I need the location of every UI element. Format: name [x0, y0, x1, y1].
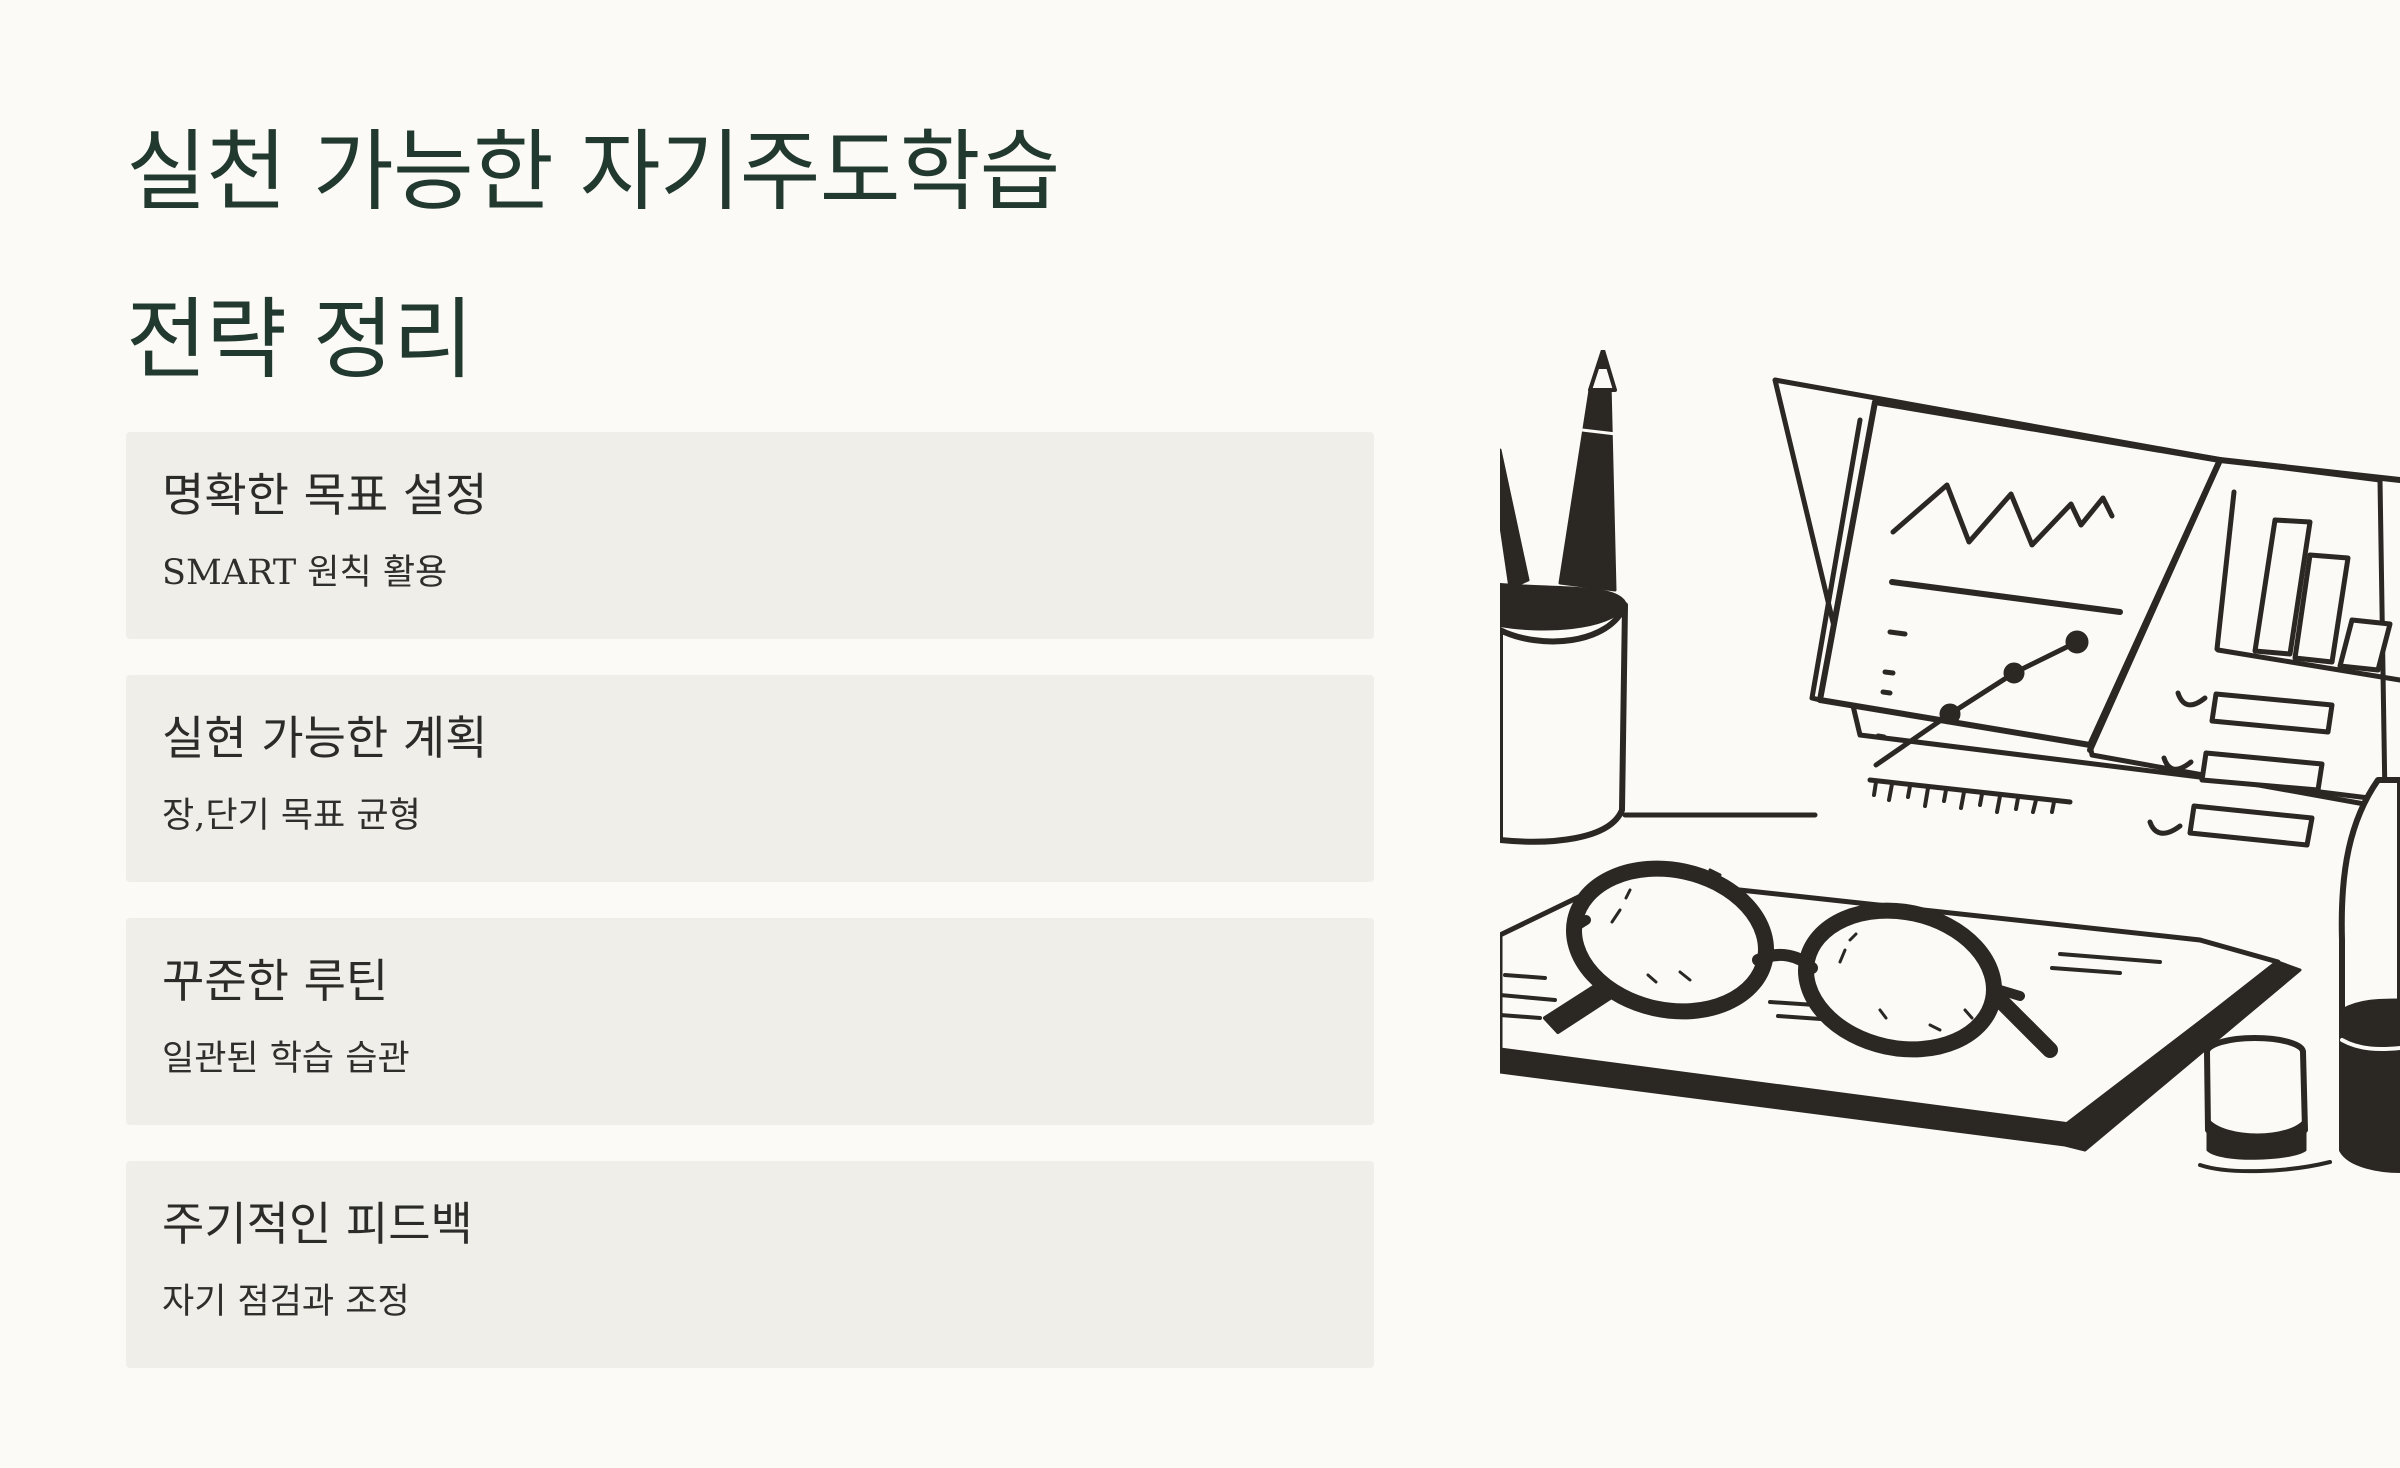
ink-bottle-icon	[2198, 1035, 2332, 1174]
strategy-card-routine: 꾸준한 루틴 일관된 학습 습관	[126, 918, 1374, 1125]
strategy-description: SMART 원칙 활용	[162, 553, 448, 593]
strategy-description: 장,단기 목표 균형	[162, 796, 421, 836]
slide-title: 실천 가능한 자기주도학습 전략 정리	[126, 88, 1376, 424]
pen-cup	[1500, 583, 1628, 845]
strategy-description: 일관된 학습 습관	[162, 1039, 410, 1079]
strategy-card-plan: 실현 가능한 계획 장,단기 목표 균형	[126, 675, 1374, 882]
desk-study-drawing	[1500, 350, 2400, 1174]
strategy-card-goal: 명확한 목표 설정 SMART 원칙 활용	[126, 432, 1374, 639]
slide-title-line-2: 전략 정리	[126, 288, 474, 391]
notebook-icon	[1772, 377, 2400, 848]
bottle-icon	[2338, 777, 2400, 1173]
strategy-title: 실현 가능한 계획	[162, 711, 488, 765]
slide-title-line-1: 실천 가능한 자기주도학습	[126, 120, 1061, 223]
strategy-list: 명확한 목표 설정 SMART 원칙 활용 실현 가능한 계획 장,단기 목표 …	[126, 432, 1374, 1404]
pencil-icon	[1500, 350, 1618, 592]
strategy-description: 자기 점검과 조정	[162, 1282, 410, 1322]
strategy-title: 꾸준한 루틴	[162, 954, 389, 1008]
glasses-icon	[1543, 860, 2058, 1058]
desk-study-illustration	[1500, 350, 2400, 1230]
strategy-title: 명확한 목표 설정	[162, 468, 488, 522]
strategy-title: 주기적인 피드백	[162, 1197, 473, 1251]
strategy-card-feedback: 주기적인 피드백 자기 점검과 조정	[126, 1161, 1374, 1368]
